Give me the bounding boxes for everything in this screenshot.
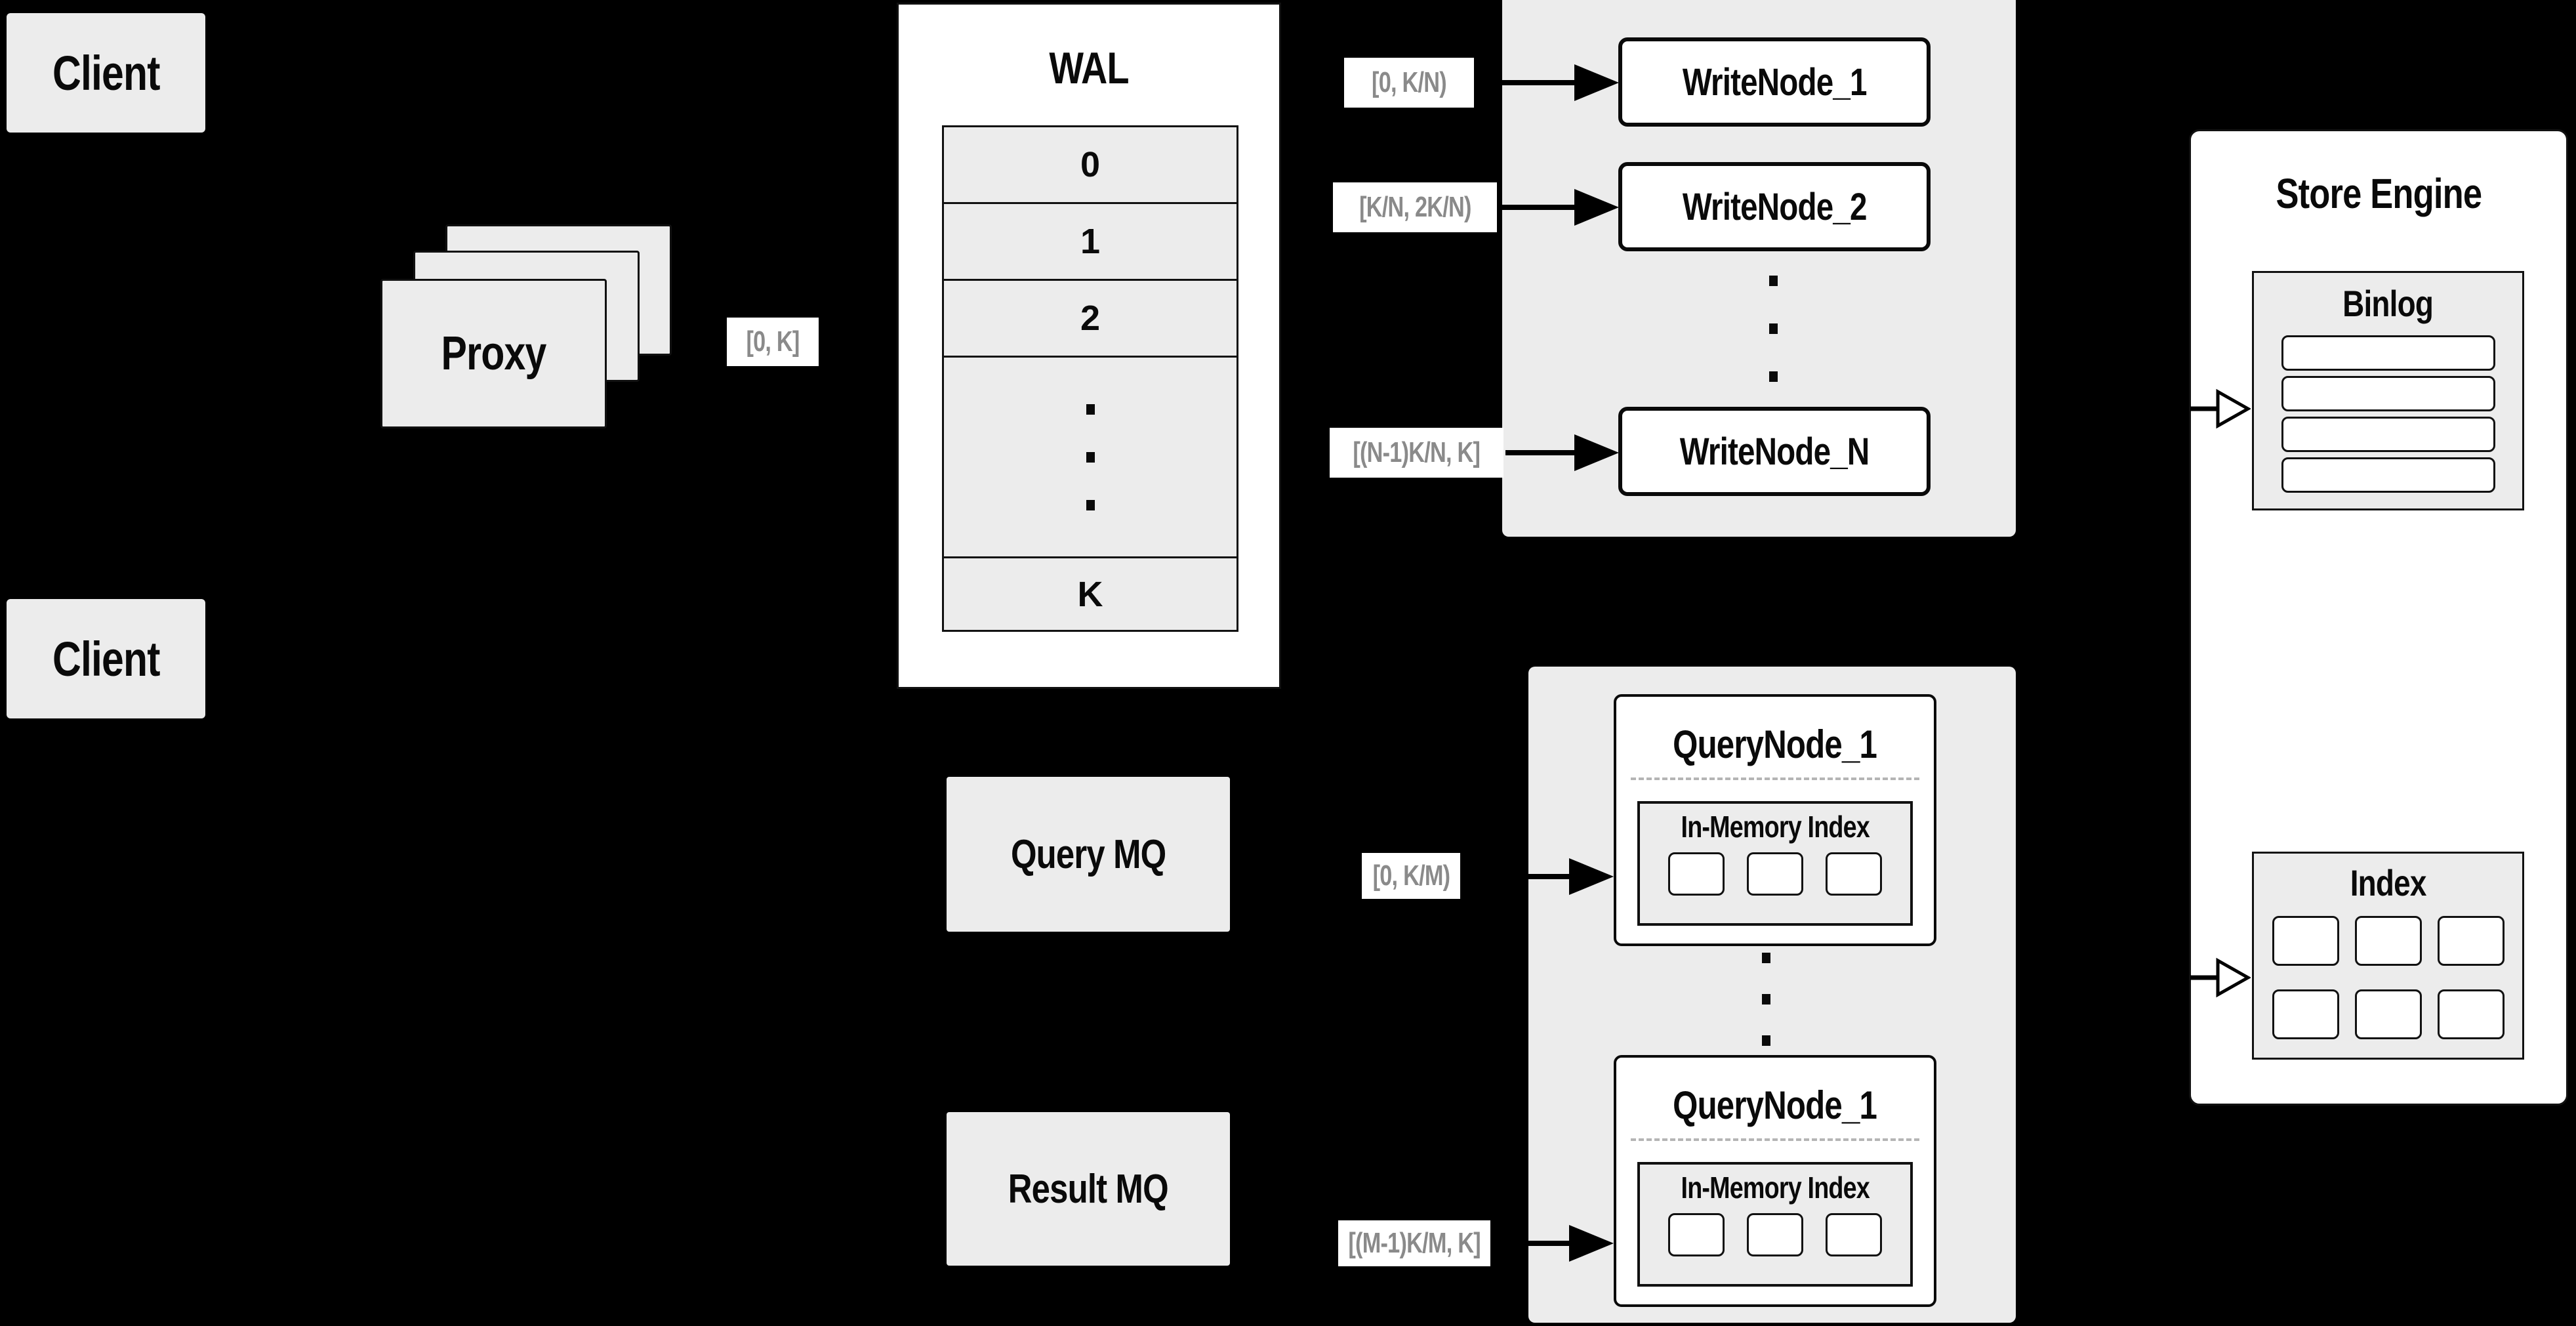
segment-chip-icon bbox=[1826, 852, 1882, 896]
binlog-box: Binlog bbox=[2252, 271, 2524, 510]
wal-segment-1: 1 bbox=[944, 204, 1237, 281]
index-segments-top bbox=[1640, 852, 1910, 896]
write-range-label-2: [K/N, 2K/N) bbox=[1333, 182, 1497, 232]
index-title: Index bbox=[2350, 862, 2427, 903]
binlog-rows bbox=[2254, 335, 2522, 493]
proxy-label: Proxy bbox=[441, 327, 546, 380]
index-segments-bottom bbox=[1640, 1213, 1910, 1256]
arrow-to-index-icon bbox=[2190, 957, 2251, 998]
query-node-top-title: QueryNode_1 bbox=[1673, 722, 1878, 766]
binlog-row-icon bbox=[2281, 335, 2495, 371]
client-box-top: Client bbox=[7, 13, 205, 133]
query-range-label-top: [0, K/M) bbox=[1362, 853, 1460, 899]
dashed-divider bbox=[1631, 1138, 1919, 1141]
client-box-bottom: Client bbox=[7, 599, 205, 718]
binlog-row-icon bbox=[2281, 376, 2495, 411]
wal-segment-k: K bbox=[944, 558, 1237, 630]
query-range-label-bottom: [(M-1)K/M, K] bbox=[1338, 1220, 1490, 1266]
in-memory-index-box-top: In-Memory Index bbox=[1637, 801, 1913, 926]
query-node-bottom-title: QueryNode_1 bbox=[1673, 1083, 1878, 1127]
index-chip-icon bbox=[2437, 989, 2504, 1039]
in-memory-index-bottom-title: In-Memory Index bbox=[1681, 1171, 1870, 1205]
client-top-label: Client bbox=[52, 45, 160, 100]
client-bottom-label: Client bbox=[52, 631, 160, 686]
wal-segment-ellipsis bbox=[944, 358, 1237, 558]
index-row-1 bbox=[2254, 916, 2522, 966]
write-nodes-ellipsis-icon bbox=[1769, 276, 1778, 382]
index-box: Index bbox=[2252, 852, 2524, 1060]
wal-title: WAL bbox=[1049, 43, 1129, 93]
wal-segment-2: 2 bbox=[944, 281, 1237, 358]
query-node-top: QueryNode_1 In-Memory Index bbox=[1614, 694, 1936, 946]
query-mq-box: Query MQ bbox=[947, 777, 1230, 932]
segment-chip-icon bbox=[1826, 1213, 1882, 1256]
write-node-n: WriteNode_N bbox=[1618, 407, 1931, 496]
binlog-row-icon bbox=[2281, 457, 2495, 493]
index-chip-icon bbox=[2272, 989, 2339, 1039]
arrow-to-write-node-n-icon bbox=[1505, 434, 1619, 471]
store-engine-box: Store Engine Binlog Index bbox=[2189, 129, 2568, 1106]
query-node-bottom: QueryNode_1 In-Memory Index bbox=[1614, 1055, 1936, 1307]
proxy-box: Proxy bbox=[380, 279, 607, 428]
arrow-to-write-node-2-icon bbox=[1499, 189, 1619, 226]
result-mq-box: Result MQ bbox=[947, 1112, 1230, 1266]
arrow-to-binlog-icon bbox=[2190, 388, 2251, 429]
write-node-1-label: WriteNode_1 bbox=[1682, 60, 1868, 104]
segment-chip-icon bbox=[1668, 1213, 1725, 1256]
write-node-2-label: WriteNode_2 bbox=[1682, 185, 1868, 228]
segment-chip-icon bbox=[1747, 1213, 1803, 1256]
proxy-range-label: [0, K] bbox=[727, 318, 819, 366]
query-node-top-title-wrap: QueryNode_1 bbox=[1616, 722, 1934, 767]
write-range-label-1: [0, K/N) bbox=[1344, 58, 1474, 108]
index-chip-icon bbox=[2272, 916, 2339, 966]
in-memory-index-box-bottom: In-Memory Index bbox=[1637, 1162, 1913, 1287]
in-memory-index-top-title-wrap: In-Memory Index bbox=[1640, 809, 1910, 844]
wal-title-wrap: WAL bbox=[899, 43, 1279, 94]
vertical-ellipsis-icon bbox=[1086, 404, 1095, 510]
index-chip-icon bbox=[2354, 989, 2422, 1039]
arrow-to-write-node-1-icon bbox=[1476, 64, 1619, 101]
dashed-divider bbox=[1631, 777, 1919, 780]
query-nodes-ellipsis-icon bbox=[1762, 953, 1770, 1046]
in-memory-index-top-title: In-Memory Index bbox=[1681, 810, 1870, 844]
query-mq-label: Query MQ bbox=[1010, 831, 1166, 877]
in-memory-index-bottom-title-wrap: In-Memory Index bbox=[1640, 1170, 1910, 1205]
write-node-1: WriteNode_1 bbox=[1618, 37, 1931, 127]
index-row-2 bbox=[2254, 989, 2522, 1039]
arrow-to-query-node-bottom-icon bbox=[1493, 1225, 1614, 1262]
binlog-row-icon bbox=[2281, 417, 2495, 452]
write-range-label-n: [(N-1)K/N, K] bbox=[1330, 428, 1503, 478]
arrow-to-query-node-top-icon bbox=[1463, 858, 1614, 895]
index-chip-icon bbox=[2437, 916, 2504, 966]
segment-chip-icon bbox=[1668, 852, 1725, 896]
segment-chip-icon bbox=[1747, 852, 1803, 896]
store-engine-title: Store Engine bbox=[2276, 170, 2482, 217]
query-node-bottom-title-wrap: QueryNode_1 bbox=[1616, 1083, 1934, 1128]
index-title-wrap: Index bbox=[2254, 861, 2522, 904]
binlog-title-wrap: Binlog bbox=[2254, 282, 2522, 325]
result-mq-label: Result MQ bbox=[1008, 1166, 1169, 1212]
store-engine-title-wrap: Store Engine bbox=[2191, 169, 2566, 218]
index-chip-icon bbox=[2354, 916, 2422, 966]
write-node-n-label: WriteNode_N bbox=[1679, 430, 1870, 473]
write-node-2: WriteNode_2 bbox=[1618, 162, 1931, 251]
wal-segment-0: 0 bbox=[944, 127, 1237, 204]
wal-segment-table: 0 1 2 K bbox=[942, 125, 1238, 632]
wal-box: WAL 0 1 2 K bbox=[897, 3, 1281, 689]
binlog-title: Binlog bbox=[2342, 283, 2434, 324]
